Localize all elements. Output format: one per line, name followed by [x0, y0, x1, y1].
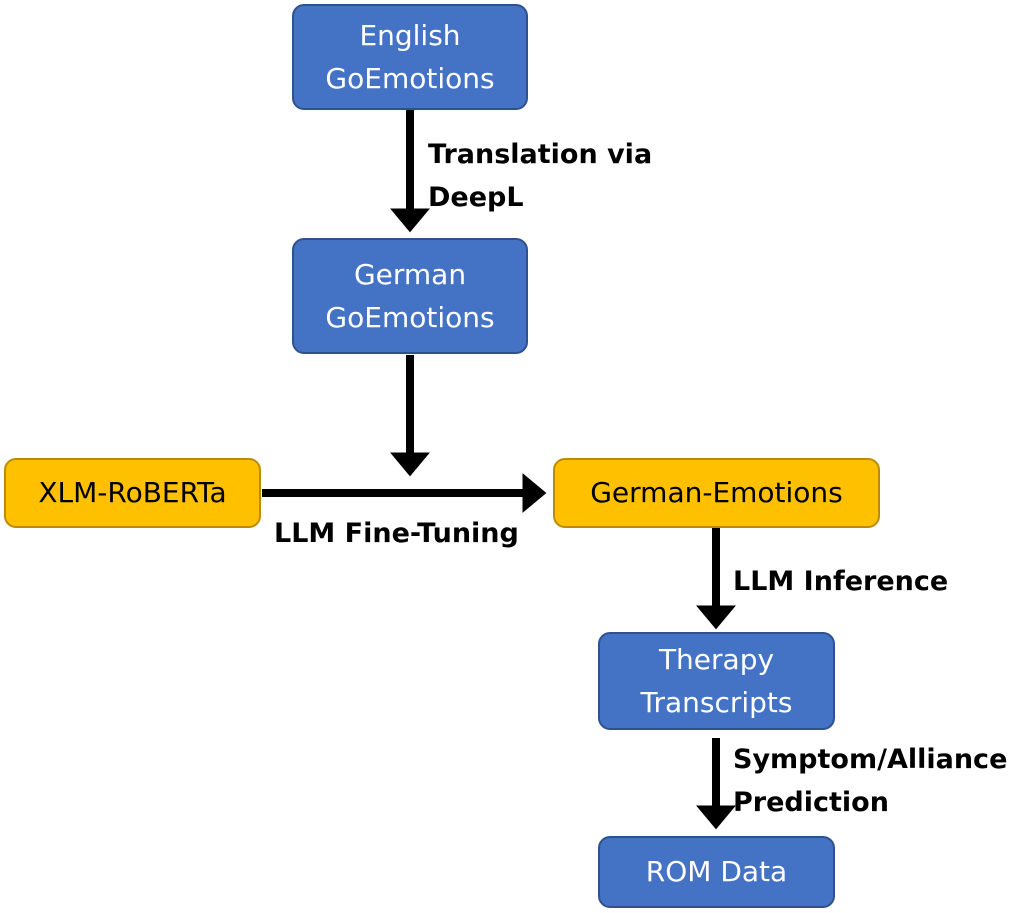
node-english-goemotions-label: English GoEmotions [325, 18, 495, 95]
node-english-goemotions: English GoEmotions [292, 4, 528, 110]
edge-label-prediction: Symptom/Alliance Prediction [733, 744, 1008, 819]
edge-label-inference: LLM Inference [733, 566, 949, 597]
node-therapy-transcripts: Therapy Transcripts [598, 632, 835, 730]
node-therapy-transcripts-label: Therapy Transcripts [640, 642, 793, 719]
node-rom-data: ROM Data [598, 836, 835, 908]
edge-label-finetuning: LLM Fine-Tuning [274, 518, 519, 549]
node-rom-data-label: ROM Data [645, 855, 788, 889]
node-german-goemotions: German GoEmotions [292, 238, 528, 354]
node-xlm-roberta-label: XLM-RoBERTa [38, 476, 227, 510]
node-german-goemotions-label: German GoEmotions [325, 257, 495, 334]
node-german-emotions-label: German-Emotions [590, 476, 843, 510]
node-german-emotions: German-Emotions [553, 458, 880, 528]
node-xlm-roberta: XLM-RoBERTa [4, 458, 261, 528]
edge-label-translation: Translation via DeepL [428, 139, 653, 214]
